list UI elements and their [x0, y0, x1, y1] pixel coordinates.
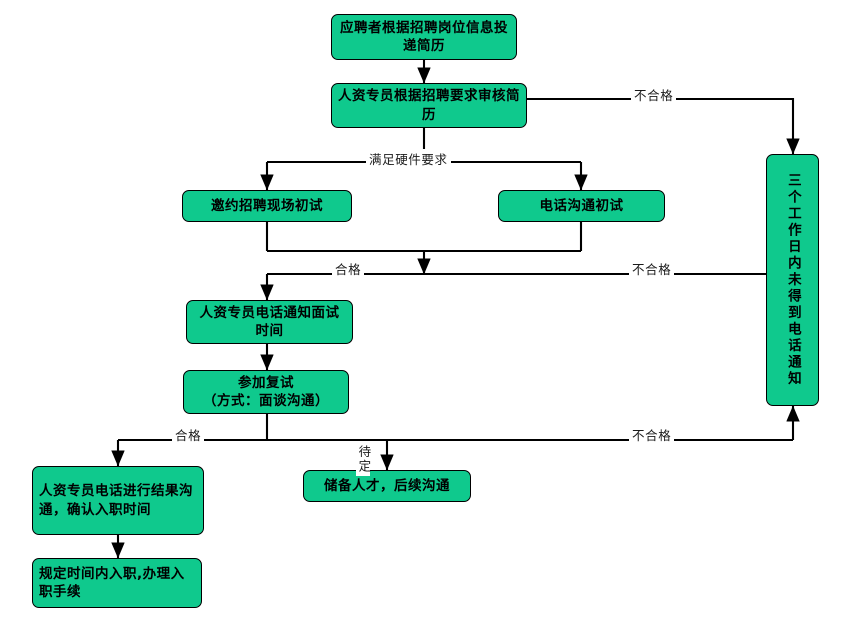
edge-label-first-pass: 合格 [332, 259, 365, 278]
edge-label-second-pass: 合格 [172, 425, 205, 444]
node-second-interview-label: 参加复试 （方式：面谈沟通） [203, 374, 329, 409]
node-notify-interview-time-label: 人资专员电话通知面试时间 [199, 304, 340, 339]
edge-label-second-pending-text: 待定 [356, 445, 372, 474]
node-onboarding-label: 规定时间内入职,办理入职手续 [39, 565, 185, 600]
edge-label-screen-fail: 不合格 [631, 85, 677, 104]
node-talent-pool-label: 储备人才，后续沟通 [324, 477, 450, 494]
node-second-interview[interactable]: 参加复试 （方式：面谈沟通） [183, 370, 349, 414]
node-screen-label: 人资专员根据招聘要求审核简历 [338, 88, 520, 123]
node-apply-label: 应聘者根据招聘岗位信息投递简历 [340, 19, 508, 54]
node-onsite-interview[interactable]: 邀约招聘现场初试 [182, 190, 352, 222]
node-result-communication[interactable]: 人资专员电话进行结果沟通，确认入职时间 [32, 466, 204, 535]
node-phone-interview[interactable]: 电话沟通初试 [498, 190, 665, 222]
node-onsite-interview-label: 邀约招聘现场初试 [211, 197, 323, 214]
edge-label-hardware-ok: 满足硬件要求 [366, 149, 451, 168]
edge-screen-fail-to-nocall [527, 97, 800, 155]
edge-label-hardware-ok-text: 满足硬件要求 [369, 152, 448, 167]
node-talent-pool[interactable]: 储备人才，后续沟通 [303, 470, 471, 502]
node-apply[interactable]: 应聘者根据招聘岗位信息投递简历 [331, 14, 517, 60]
edge-label-second-pass-text: 合格 [175, 428, 202, 443]
edge-label-first-pass-text: 合格 [335, 262, 362, 277]
edge-label-second-pending: 待定 [356, 443, 372, 476]
node-phone-interview-label: 电话沟通初试 [539, 197, 624, 214]
node-result-communication-label: 人资专员电话进行结果沟通，确认入职时间 [39, 483, 193, 518]
edge-label-first-fail: 不合格 [629, 259, 675, 278]
node-onboarding[interactable]: 规定时间内入职,办理入职手续 [32, 558, 202, 608]
node-notify-interview-time[interactable]: 人资专员电话通知面试时间 [186, 300, 353, 344]
edge-label-first-fail-text: 不合格 [632, 262, 672, 277]
edge-label-second-fail: 不合格 [629, 425, 675, 444]
node-screen[interactable]: 人资专员根据招聘要求审核简历 [331, 83, 527, 128]
edge-label-screen-fail-text: 不合格 [634, 88, 674, 103]
node-no-call-within-three-days[interactable]: 三个工作日内未得到电话通知 [766, 154, 819, 406]
node-no-call-within-three-days-label: 三个工作日内未得到电话通知 [784, 172, 801, 388]
edge-label-second-fail-text: 不合格 [632, 428, 672, 443]
